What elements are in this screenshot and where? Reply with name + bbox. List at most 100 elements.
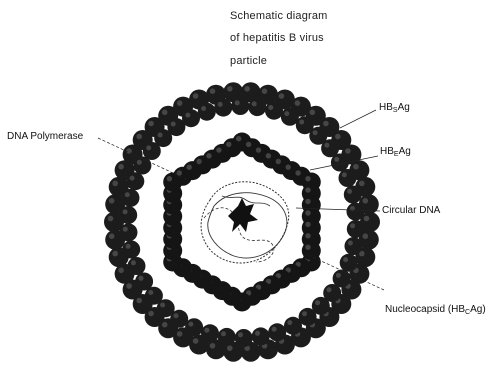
capsid-bead-highlight <box>236 136 241 141</box>
envelope-bead <box>248 98 266 116</box>
envelope-bead-highlight <box>123 227 128 232</box>
capsid-bead-highlight <box>266 153 271 158</box>
envelope-bead-highlight <box>347 189 352 194</box>
envelope-bead-highlight <box>343 257 348 262</box>
envelope-bead-highlight <box>310 110 316 116</box>
envelope-bead-highlight <box>235 100 240 105</box>
envelope-bead-highlight <box>272 327 277 332</box>
envelope-bead-highlight <box>299 120 304 125</box>
label-hbeag-tail: Ag <box>399 146 411 157</box>
envelope-bead-highlight <box>185 113 190 118</box>
envelope-bead <box>252 327 270 345</box>
capsid-bead-highlight <box>187 165 192 170</box>
envelope-bead-highlight <box>284 111 289 116</box>
envelope-bead-highlight <box>125 192 130 197</box>
envelope-bead <box>347 220 365 238</box>
envelope-bead-highlight <box>353 164 359 170</box>
envelope-bead-highlight <box>334 157 339 162</box>
envelope-bead-highlight <box>345 148 351 154</box>
envelope-bead <box>198 103 216 121</box>
envelope-bead-highlight <box>174 313 179 318</box>
envelope-bead-highlight <box>108 216 114 222</box>
capsid-bead-highlight <box>246 142 251 147</box>
label-circular-dna: Circular DNA <box>382 205 440 217</box>
envelope-bead-highlight <box>126 148 132 154</box>
envelope-bead-highlight <box>335 134 341 140</box>
envelope-bead <box>284 317 302 335</box>
capsid-bead-highlight <box>256 147 261 152</box>
capsid-bead-highlight <box>206 153 211 158</box>
envelope-bead <box>120 223 138 241</box>
envelope-bead <box>231 97 249 115</box>
capsid-bead-highlight <box>305 176 310 181</box>
envelope-bead-highlight <box>112 181 118 187</box>
envelope-bead-highlight <box>130 176 135 181</box>
capsid-bead-highlight <box>305 187 310 192</box>
label-nucleocapsid: Nucleocapsid (HBCAg) <box>385 304 486 319</box>
envelope-bead-highlight <box>363 198 369 204</box>
envelope-bead-highlight <box>136 134 142 140</box>
capsid-bead-highlight <box>305 222 310 227</box>
envelope-bead <box>122 189 140 207</box>
envelope-bead <box>218 328 236 346</box>
envelope-bead-highlight <box>112 251 118 257</box>
label-hbeag-base: HB <box>380 146 394 157</box>
envelope-bead <box>119 206 137 224</box>
envelope-bead <box>339 169 357 187</box>
envelope-bead-highlight <box>126 283 132 289</box>
capsid-bead-highlight <box>286 165 291 170</box>
envelope-bead-highlight <box>255 331 260 336</box>
label-hbsag-tail: Ag <box>398 102 410 113</box>
capsid-bead-highlight <box>295 170 300 175</box>
capsid-bead-highlight <box>196 159 201 164</box>
envelope-bead <box>347 203 365 221</box>
envelope-bead <box>182 109 200 127</box>
envelope-bead <box>340 254 358 272</box>
envelope-bead-highlight <box>324 143 329 148</box>
envelope-bead-highlight <box>342 172 347 177</box>
envelope-bead-highlight <box>244 86 250 92</box>
envelope-bead-highlight <box>359 181 365 187</box>
envelope-bead-highlight <box>160 303 165 308</box>
envelope-bead <box>235 329 253 347</box>
envelope-bead-highlight <box>315 300 320 305</box>
envelope-bead-highlight <box>238 332 243 337</box>
envelope-bead-highlight <box>137 160 142 165</box>
envelope-bead-highlight <box>336 273 341 278</box>
envelope-bead-highlight <box>218 102 223 107</box>
envelope-bead-highlight <box>193 93 199 99</box>
envelope-bead-highlight <box>252 101 257 106</box>
envelope-bead-highlight <box>204 328 209 333</box>
envelope-bead-highlight <box>227 86 233 92</box>
label-hbsag: HBSAg <box>379 102 410 117</box>
envelope-bead <box>345 237 363 255</box>
envelope-bead-highlight <box>158 133 163 138</box>
envelope-bead-highlight <box>118 164 124 170</box>
envelope-bead-highlight <box>193 338 199 344</box>
envelope-bead <box>122 241 140 259</box>
envelope-bead <box>201 324 219 342</box>
envelope-bead-highlight <box>350 223 355 228</box>
envelope-bead-highlight <box>295 100 301 106</box>
envelope-bead-highlight <box>302 311 307 316</box>
envelope-bead-highlight <box>364 216 370 222</box>
envelope-bead-highlight <box>109 198 115 204</box>
capsid-bead-highlight <box>276 159 281 164</box>
envelope-bead-highlight <box>177 331 183 337</box>
envelope-bead-highlight <box>313 130 318 135</box>
envelope-bead-highlight <box>177 100 183 106</box>
envelope-bead-highlight <box>279 93 285 99</box>
capsid-bead-highlight <box>167 176 172 181</box>
envelope-bead-highlight <box>148 121 154 127</box>
envelope-bead-highlight <box>126 244 131 249</box>
label-hbsag-base: HB <box>379 102 393 113</box>
envelope-bead-highlight <box>162 110 168 116</box>
envelope-bead-highlight <box>188 322 193 327</box>
envelope-bead-highlight <box>123 209 128 214</box>
envelope-bead-highlight <box>323 121 329 127</box>
envelope-bead-highlight <box>363 233 369 239</box>
capsid-bead <box>302 241 321 260</box>
capsid-bead-highlight <box>305 210 310 215</box>
envelope-bead-highlight <box>210 343 216 349</box>
